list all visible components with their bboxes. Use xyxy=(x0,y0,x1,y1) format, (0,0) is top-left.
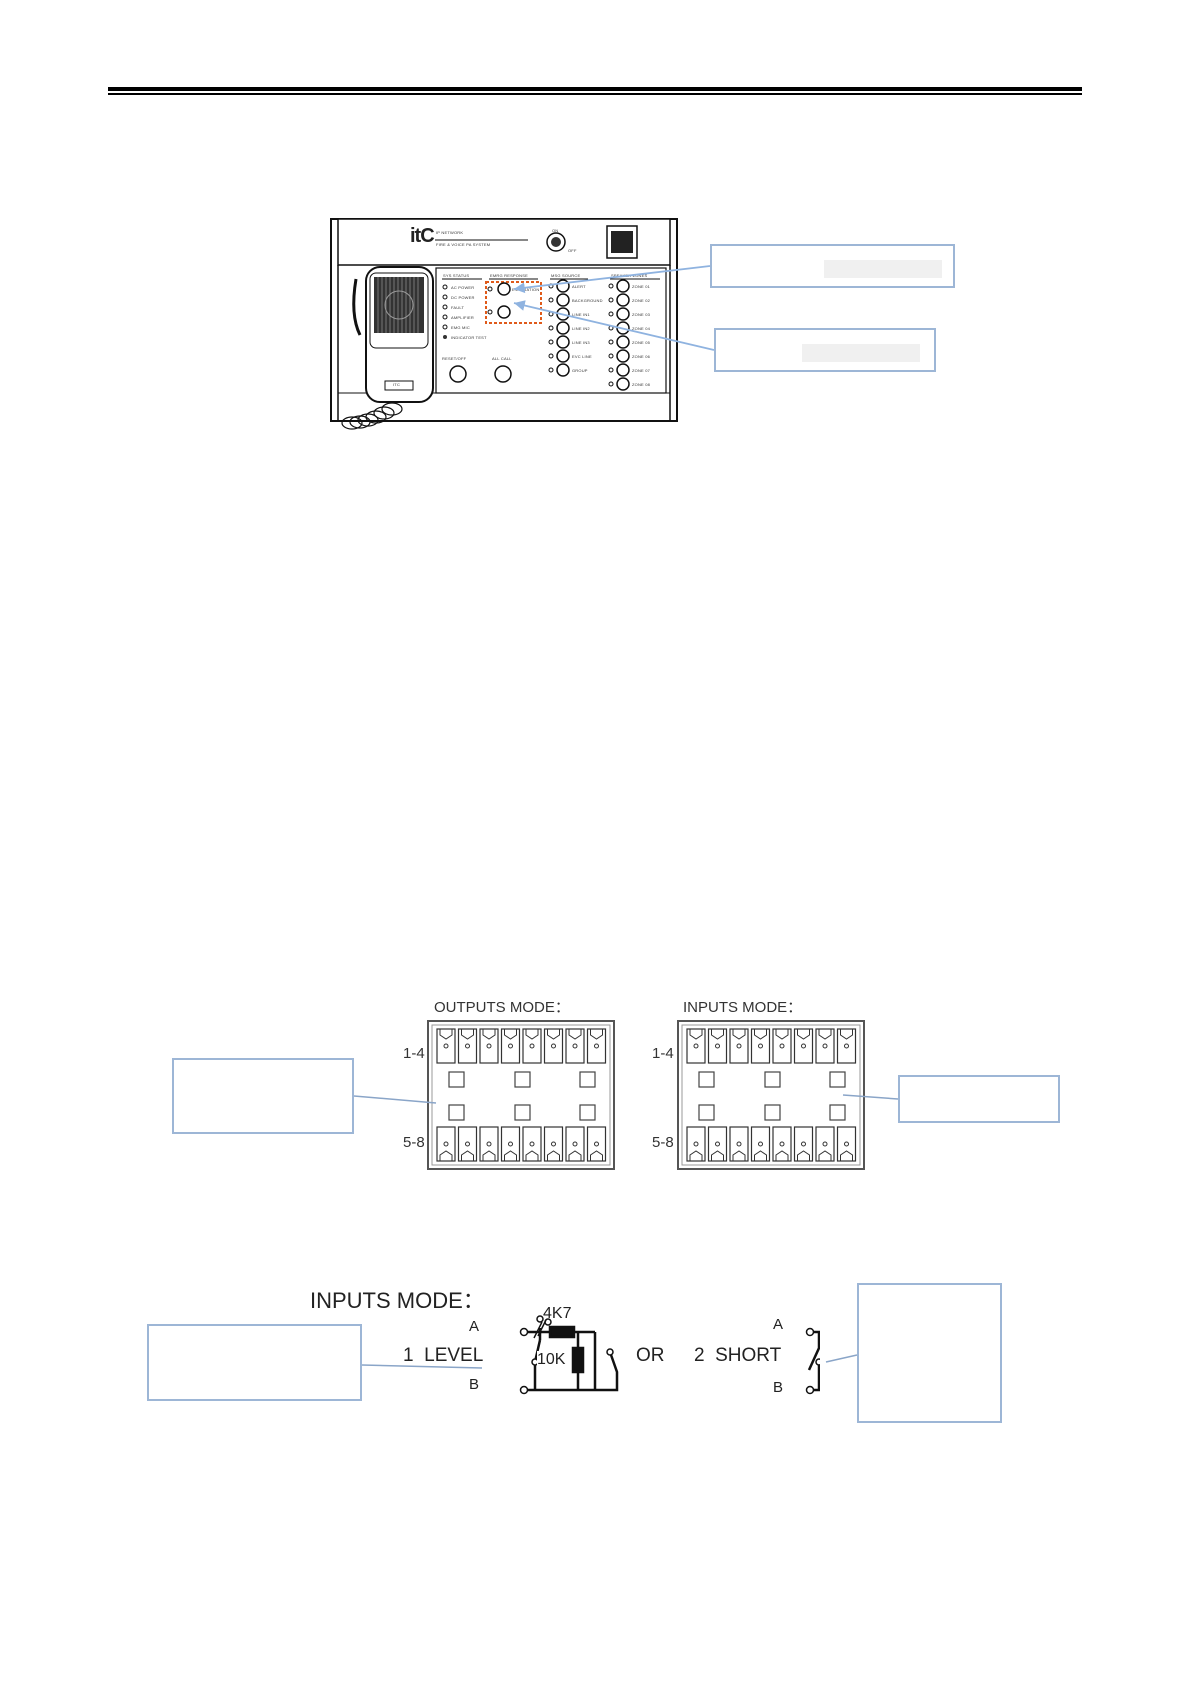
msg-line-in3: LINE IN3 xyxy=(572,340,590,345)
brand-line-1: IP NETWORK xyxy=(436,230,464,235)
terminal-connector xyxy=(457,1028,478,1064)
terminal-connector xyxy=(793,1126,814,1162)
terminal-connector xyxy=(707,1126,728,1162)
terminal-connector xyxy=(500,1126,521,1162)
terminal-connector xyxy=(836,1028,857,1064)
status-fault: FAULT xyxy=(451,305,465,310)
status-amplifier: AMPLIFIER xyxy=(451,315,474,320)
inputs-callout-box xyxy=(898,1075,1060,1123)
terminal-connector xyxy=(686,1126,706,1162)
terminal-connector xyxy=(543,1028,564,1064)
or-label: OR xyxy=(636,1345,665,1366)
resistor-10k-label: 10K xyxy=(537,1351,566,1369)
level-mode-label: 1 LEVEL xyxy=(403,1345,484,1366)
outputs-callout-box xyxy=(172,1058,354,1134)
terminal-connector xyxy=(750,1028,771,1064)
msg-line-in2: LINE IN2 xyxy=(572,326,590,331)
terminal-b-label: B xyxy=(469,1376,480,1393)
terminal-connector xyxy=(729,1126,749,1162)
outputs-terminal-block xyxy=(427,1020,615,1170)
inputs-row-5-8-label: 5-8 xyxy=(652,1134,674,1151)
terminal-connector xyxy=(836,1126,857,1162)
terminal-connector xyxy=(793,1028,814,1064)
msg-group: GROUP xyxy=(572,368,588,373)
header-rule-thin xyxy=(108,93,1082,95)
status-indicator-test: INDICATOR TEST xyxy=(451,335,487,340)
header-msg-source: MSG SOURCE xyxy=(551,273,581,278)
brand-line-2: FIRE & VOICE PA SYSTEM xyxy=(436,242,491,247)
terminal-connector xyxy=(479,1126,499,1162)
terminal-connector xyxy=(686,1028,706,1064)
all-call-label: ALL CALL xyxy=(492,356,512,361)
header-speaker-zones: SPEAKER ZONES xyxy=(611,273,648,278)
front-panel-drawing xyxy=(330,218,678,430)
terminal-connector xyxy=(586,1126,607,1162)
header-rule-thick xyxy=(108,87,1082,91)
key-off-label: OFF xyxy=(568,248,577,253)
zone-03: ZONE 03 xyxy=(632,312,651,317)
outputs-row-1-4-label: 1-4 xyxy=(403,1045,425,1062)
key-on-label: ON xyxy=(552,228,559,233)
msg-line-in1: LINE IN1 xyxy=(572,312,590,317)
reset-off-label: RESET/OFF xyxy=(442,356,467,361)
inputs-wiring-diagram xyxy=(519,1315,820,1395)
msg-alert: ALERT xyxy=(572,284,586,289)
terminal-connector xyxy=(586,1028,607,1064)
terminal-connector xyxy=(815,1126,835,1162)
outputs-row-5-8-label: 5-8 xyxy=(403,1134,425,1151)
zone-08: ZONE 08 xyxy=(632,382,651,387)
terminal-a-label: A xyxy=(469,1318,480,1335)
callout-box-upper xyxy=(710,244,955,288)
terminal-connector xyxy=(543,1126,564,1162)
mic-tag: ITC xyxy=(393,382,401,387)
inputs-mode-title: INPUTS MODE： xyxy=(683,999,803,1016)
front-panel-figure: itC IP NETWORK FIRE & VOICE PA SYSTEM ON… xyxy=(330,215,680,440)
terminal-connector xyxy=(565,1126,585,1162)
emrg-evacuation-label: EVACUATION xyxy=(512,287,540,292)
terminal-connector xyxy=(565,1028,585,1064)
zone-04: ZONE 04 xyxy=(632,326,651,331)
terminal-connector xyxy=(522,1126,542,1162)
header-emrg-response: EMRG RESPONSE xyxy=(490,273,528,278)
outputs-mode-title: OUTPUTS MODE： xyxy=(434,999,570,1016)
terminal-a2-label: A xyxy=(773,1316,784,1333)
terminal-connector xyxy=(707,1028,728,1064)
callout-lower-redaction xyxy=(802,344,920,362)
status-emg-mic: EMG MIC xyxy=(451,325,470,330)
zone-07: ZONE 07 xyxy=(632,368,651,373)
short-mode-label: 2 SHORT xyxy=(694,1345,782,1366)
callout-box-lower xyxy=(714,328,936,372)
zone-01: ZONE 01 xyxy=(632,284,651,289)
short-callout-box xyxy=(857,1283,1002,1423)
terminal-connector xyxy=(772,1126,792,1162)
terminal-connector xyxy=(729,1028,749,1064)
terminal-connector xyxy=(750,1126,771,1162)
inputs-mode-heading: INPUTS MODE： xyxy=(310,1288,485,1313)
terminal-connector xyxy=(436,1126,456,1162)
brand-logo: itC xyxy=(410,225,435,247)
terminal-connector xyxy=(479,1028,499,1064)
level-callout-box xyxy=(147,1324,362,1401)
terminal-connector xyxy=(815,1028,835,1064)
header-sys-status: SYS STATUS xyxy=(443,273,470,278)
resistor-4k7-label: 4K7 xyxy=(543,1305,572,1322)
callout-upper-redaction xyxy=(824,260,942,278)
inputs-terminal-block xyxy=(677,1020,865,1170)
status-ac-power: AC POWER xyxy=(451,285,475,290)
terminal-b2-label: B xyxy=(773,1379,784,1396)
msg-evc-line: EVC LINE xyxy=(572,354,592,359)
inputs-row-1-4-label: 1-4 xyxy=(652,1045,674,1062)
zone-06: ZONE 06 xyxy=(632,354,651,359)
terminal-connector xyxy=(457,1126,478,1162)
terminal-connector xyxy=(522,1028,542,1064)
zone-02: ZONE 02 xyxy=(632,298,651,303)
terminal-connector xyxy=(772,1028,792,1064)
msg-background: BACKGROUND xyxy=(572,298,603,303)
status-dc-power: DC POWER xyxy=(451,295,475,300)
terminal-connector xyxy=(436,1028,456,1064)
zone-05: ZONE 05 xyxy=(632,340,651,345)
terminal-connector xyxy=(500,1028,521,1064)
